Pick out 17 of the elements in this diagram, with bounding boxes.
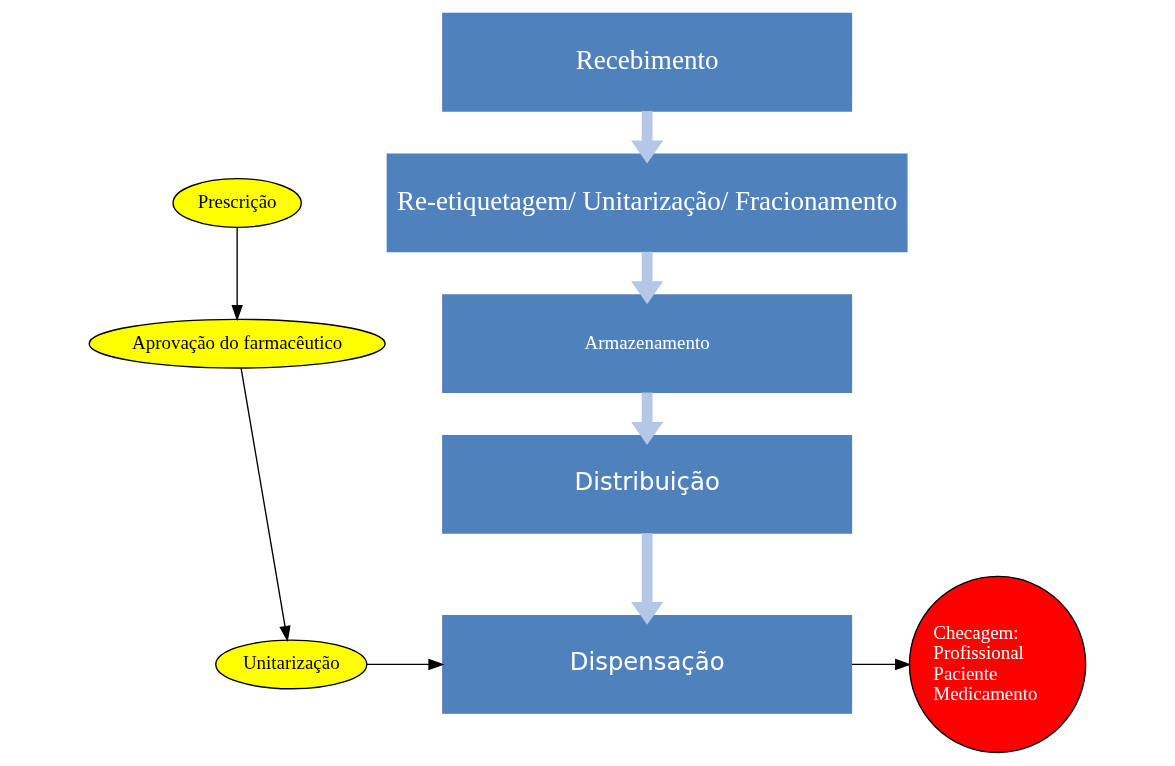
arrow: [851, 658, 912, 671]
arrow: [631, 111, 664, 164]
arrow: [631, 533, 664, 625]
node-box: Armazenamento: [442, 294, 853, 394]
arrow: [366, 658, 445, 671]
arrow: [631, 251, 664, 305]
arrow: [231, 227, 243, 322]
node-box: Recebimento: [442, 12, 853, 112]
node-ellipse: Unitarização: [215, 639, 368, 690]
arrow: [240, 367, 291, 643]
node-ellipse: Aprovação do farmacêutico: [88, 318, 386, 369]
arrow: [631, 392, 664, 445]
node-ellipse: Prescrição: [172, 177, 302, 228]
node-box: Distribuição: [442, 435, 853, 534]
node-box: Re-etiquetagem/ Unitarização/ Fracionamento: [386, 153, 908, 253]
node-box: Dispensação: [442, 615, 853, 714]
node-circle: Checagem: Profissional Paciente Medicamento: [908, 575, 1087, 754]
